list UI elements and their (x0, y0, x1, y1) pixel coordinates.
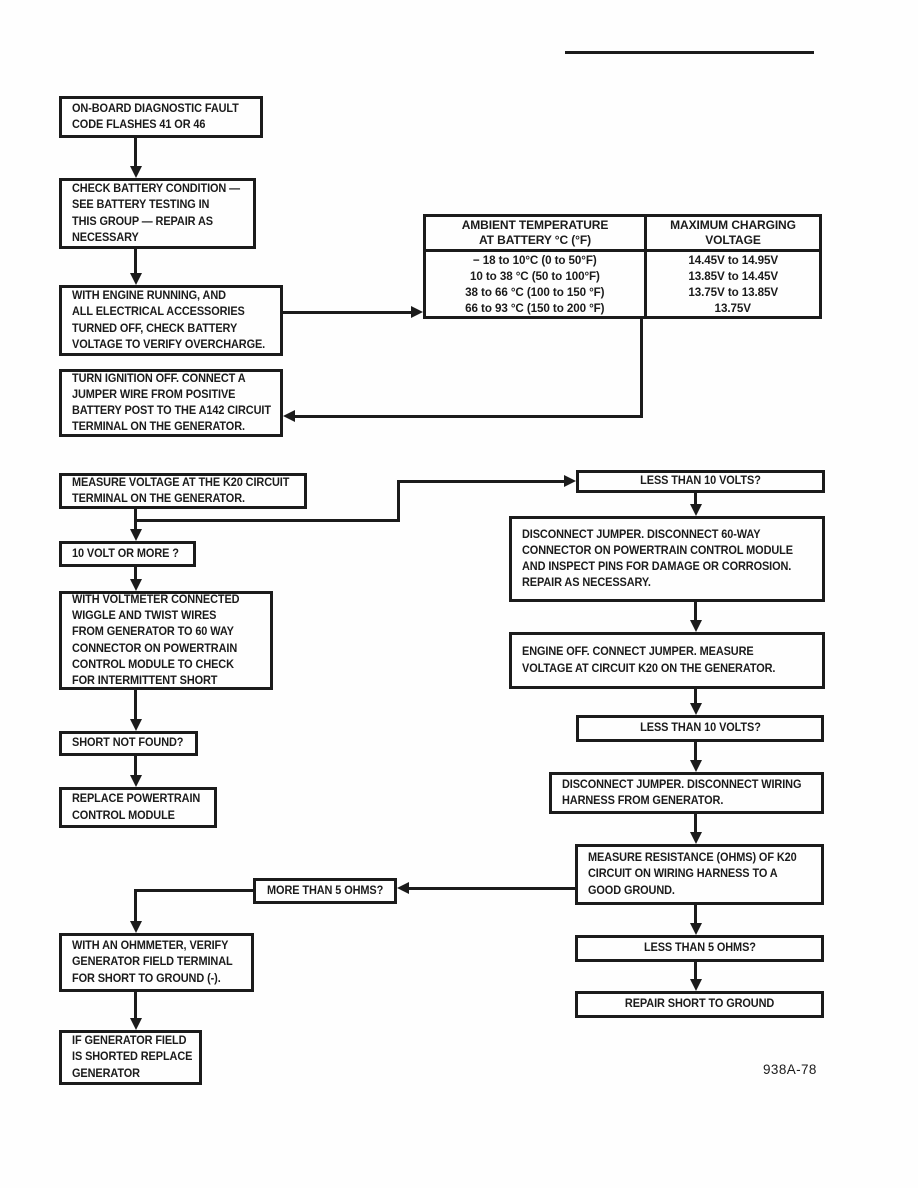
connector-line (397, 480, 565, 483)
arrowhead-down-icon (690, 760, 702, 772)
arrowhead-left-icon (283, 410, 295, 422)
arrowhead-down-icon (130, 719, 142, 731)
node-disconnect-jumper-60way-text: DISCONNECT JUMPER. DISCONNECT 60-WAY CON… (522, 528, 793, 590)
table-cell: 13.75V to 13.85V (688, 285, 778, 299)
node-onboard-fault-text: ON-BOARD DIAGNOSTIC FAULT CODE FLASHES 4… (72, 102, 239, 131)
connector-line (134, 567, 137, 580)
connector-line (694, 602, 697, 621)
node-ohmmeter-field-terminal: WITH AN OHMMETER, VERIFY GENERATOR FIELD… (59, 933, 254, 992)
table-cell: 66 to 93 °C (150 to 200 °F) (465, 301, 605, 315)
table-column-temperature-values: − 18 to 10°C (0 to 50°F) 10 to 38 °C (50… (426, 252, 644, 316)
node-measure-resistance-k20-text: MEASURE RESISTANCE (OHMS) OF K20 CIRCUIT… (588, 852, 797, 897)
connector-line (134, 519, 400, 522)
node-onboard-fault: ON-BOARD DIAGNOSTIC FAULT CODE FLASHES 4… (59, 96, 263, 138)
arrowhead-down-icon (130, 1018, 142, 1030)
connector-line (134, 889, 137, 922)
connector-line (283, 311, 413, 314)
arrowhead-right-icon (564, 475, 576, 487)
arrowhead-down-icon (130, 529, 142, 541)
arrowhead-down-icon (690, 979, 702, 991)
node-more-than-5-ohms-text: MORE THAN 5 OHMS? (266, 884, 384, 897)
arrowhead-down-icon (690, 703, 702, 715)
node-turn-ignition-jumper-text: TURN IGNITION OFF. CONNECT A JUMPER WIRE… (72, 372, 271, 434)
connector-line (134, 756, 137, 776)
node-less-than-10-volts-1: LESS THAN 10 VOLTS? (576, 470, 825, 493)
connector-line (694, 742, 697, 761)
node-10-volt-or-more-text: 10 VOLT OR MORE ? (72, 547, 179, 560)
table-header-max-charging-voltage: MAXIMUM CHARGING VOLTAGE (644, 217, 819, 252)
arrowhead-right-icon (411, 306, 423, 318)
connector-line (408, 887, 575, 890)
table-cell: − 18 to 10°C (0 to 50°F) (473, 253, 597, 267)
node-wiggle-wires: WITH VOLTMETER CONNECTED WIGGLE AND TWIS… (59, 591, 273, 690)
arrowhead-down-icon (130, 579, 142, 591)
node-ohmmeter-field-terminal-text: WITH AN OHMMETER, VERIFY GENERATOR FIELD… (72, 940, 233, 985)
connector-line (134, 992, 137, 1019)
table-cell: 10 to 38 °C (50 to 100°F) (470, 269, 600, 283)
arrowhead-down-icon (130, 921, 142, 933)
connector-line (694, 905, 697, 924)
node-short-not-found: SHORT NOT FOUND? (59, 731, 198, 756)
connector-line (294, 415, 643, 418)
node-engine-running-check-text: WITH ENGINE RUNNING, AND ALL ELECTRICAL … (72, 290, 266, 351)
table-cell: 13.75V (714, 301, 752, 315)
node-repair-short-to-ground-text: REPAIR SHORT TO GROUND (624, 998, 775, 1011)
table-header-ambient-temperature: AMBIENT TEMPERATURE AT BATTERY °C (°F) (426, 217, 644, 252)
node-engine-running-check: WITH ENGINE RUNNING, AND ALL ELECTRICAL … (59, 285, 283, 356)
arrowhead-down-icon (690, 832, 702, 844)
table-cell: 38 to 66 °C (100 to 150 °F) (465, 285, 605, 299)
node-less-than-10-volts-1-text: LESS THAN 10 VOLTS? (640, 475, 761, 488)
connector-line (134, 137, 137, 167)
arrowhead-down-icon (130, 166, 142, 178)
node-disconnect-wiring-harness-text: DISCONNECT JUMPER. DISCONNECT WIRING HAR… (562, 778, 802, 807)
node-measure-voltage-k20: MEASURE VOLTAGE AT THE K20 CIRCUIT TERMI… (59, 473, 307, 509)
table-column-voltage-values: 14.45V to 14.95V 13.85V to 14.45V 13.75V… (644, 252, 819, 316)
arrowhead-down-icon (130, 775, 142, 787)
arrowhead-down-icon (690, 620, 702, 632)
node-engine-off-connect-jumper: ENGINE OFF. CONNECT JUMPER. MEASURE VOLT… (509, 632, 825, 689)
connector-line (134, 690, 137, 720)
arrowhead-left-icon (397, 882, 409, 894)
figure-number: 938A-78 (763, 1062, 817, 1077)
node-less-than-5-ohms: LESS THAN 5 OHMS? (575, 935, 824, 962)
temperature-voltage-table: AMBIENT TEMPERATURE AT BATTERY °C (°F) M… (423, 214, 822, 319)
arrowhead-down-icon (690, 504, 702, 516)
connector-line (694, 962, 697, 980)
node-check-battery-text: CHECK BATTERY CONDITION — SEE BATTERY TE… (72, 183, 240, 244)
node-replace-pcm: REPLACE POWERTRAIN CONTROL MODULE (59, 787, 217, 828)
header-rule (565, 51, 814, 54)
arrowhead-down-icon (130, 273, 142, 285)
node-engine-off-connect-jumper-text: ENGINE OFF. CONNECT JUMPER. MEASURE VOLT… (522, 646, 776, 675)
table-cell: 14.45V to 14.95V (688, 253, 778, 267)
table-cell: 13.85V to 14.45V (688, 269, 778, 283)
arrowhead-down-icon (690, 923, 702, 935)
node-measure-resistance-k20: MEASURE RESISTANCE (OHMS) OF K20 CIRCUIT… (575, 844, 824, 905)
connector-line (694, 689, 697, 704)
node-disconnect-jumper-60way: DISCONNECT JUMPER. DISCONNECT 60-WAY CON… (509, 516, 825, 602)
node-repair-short-to-ground: REPAIR SHORT TO GROUND (575, 991, 824, 1018)
node-replace-pcm-text: REPLACE POWERTRAIN CONTROL MODULE (72, 793, 201, 822)
node-disconnect-wiring-harness: DISCONNECT JUMPER. DISCONNECT WIRING HAR… (549, 772, 824, 814)
node-less-than-5-ohms-text: LESS THAN 5 OHMS? (643, 942, 756, 955)
node-less-than-10-volts-2-text: LESS THAN 10 VOLTS? (639, 722, 761, 735)
node-replace-generator: IF GENERATOR FIELD IS SHORTED REPLACE GE… (59, 1030, 202, 1085)
node-measure-voltage-k20-text: MEASURE VOLTAGE AT THE K20 CIRCUIT TERMI… (72, 476, 290, 505)
connector-line (397, 480, 400, 522)
connector-line (134, 249, 137, 274)
node-wiggle-wires-text: WITH VOLTMETER CONNECTED WIGGLE AND TWIS… (72, 593, 240, 687)
connector-line (134, 889, 253, 892)
node-10-volt-or-more: 10 VOLT OR MORE ? (59, 541, 196, 567)
connector-line (640, 317, 643, 418)
connector-line (694, 493, 697, 505)
node-less-than-10-volts-2: LESS THAN 10 VOLTS? (576, 715, 824, 742)
connector-line (694, 814, 697, 833)
node-more-than-5-ohms: MORE THAN 5 OHMS? (253, 878, 397, 904)
node-check-battery: CHECK BATTERY CONDITION — SEE BATTERY TE… (59, 178, 256, 249)
node-short-not-found-text: SHORT NOT FOUND? (72, 737, 184, 750)
node-turn-ignition-jumper: TURN IGNITION OFF. CONNECT A JUMPER WIRE… (59, 369, 283, 437)
node-replace-generator-text: IF GENERATOR FIELD IS SHORTED REPLACE GE… (72, 1035, 193, 1080)
